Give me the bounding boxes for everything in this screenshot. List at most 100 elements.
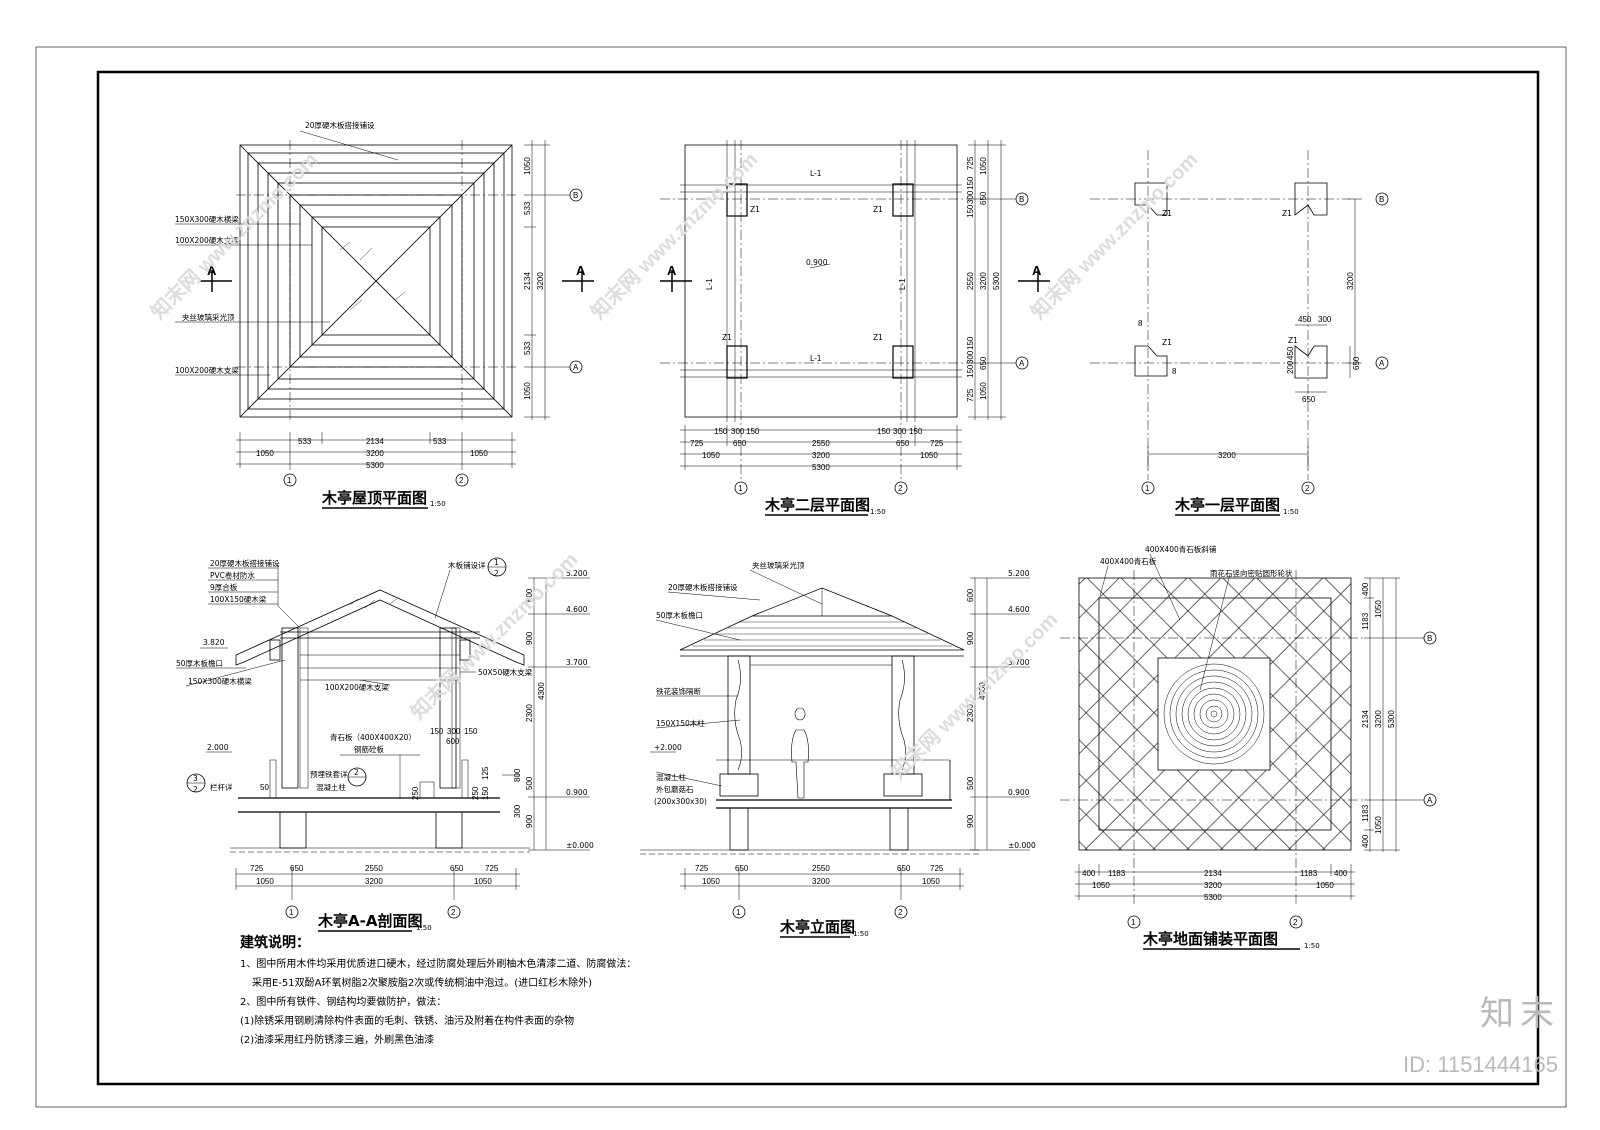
first-axis-1: 1 bbox=[1145, 484, 1150, 493]
el-r-0: 600 bbox=[966, 588, 975, 602]
section-aa bbox=[176, 557, 590, 919]
el-r-3: 500 bbox=[966, 776, 975, 790]
sec-lvl-0900: 0.900 bbox=[566, 788, 588, 797]
roof-dim-r-1: 533 bbox=[523, 201, 532, 215]
el-label-eave: 50厚木板檐口 bbox=[656, 610, 703, 620]
roof-dim-r-0: 1050 bbox=[523, 157, 532, 175]
second-axis-a: A bbox=[1019, 359, 1025, 368]
roof-dim-b-total: 5300 bbox=[366, 461, 384, 470]
el-label-conc2: 外包蘑菇石 bbox=[656, 784, 694, 794]
second-plan-title: 木亭二层平面图 bbox=[764, 496, 870, 514]
el-r-4: 900 bbox=[966, 814, 975, 828]
sec-lvl-4600: 4.600 bbox=[566, 605, 588, 614]
first-col-z1-a: Z1 bbox=[1162, 209, 1172, 218]
second-dim-r-7: 150 bbox=[966, 364, 975, 378]
pv-b1-3: 1183 bbox=[1300, 869, 1318, 878]
second-dim-2-2: 1050 bbox=[920, 451, 938, 460]
roof-label-glass: 夹丝玻璃采光顶 bbox=[182, 312, 235, 322]
sec-lvl-3700: 3.700 bbox=[566, 658, 588, 667]
sec-label-wood: 木板铺设详 bbox=[448, 560, 486, 570]
second-dim-1-1: 650 bbox=[733, 439, 747, 448]
second-dim-r-1: 150 bbox=[966, 176, 975, 190]
sec-label-stone: 青石板（400X400X20） bbox=[330, 732, 416, 742]
pv-axis-b: B bbox=[1427, 634, 1432, 643]
notes-line-3: 2、图中所有铁件、钢结构均要做防护，做法： bbox=[240, 997, 447, 1008]
watermark-brand: 知末 bbox=[1480, 994, 1560, 1034]
elevation bbox=[640, 569, 1030, 919]
first-dim-bottom: 3200 bbox=[1218, 451, 1236, 460]
notes-line-1: 1、图中所用木件均采用优质进口硬木，经过防腐处理后外刷柚木色清漆二道、防腐做法： bbox=[240, 959, 637, 970]
second-dim-2-1: 3200 bbox=[812, 451, 830, 460]
roof-cut-right: A bbox=[576, 263, 586, 278]
pv-r3: 5300 bbox=[1387, 710, 1396, 728]
el-b1-4: 725 bbox=[930, 864, 944, 873]
second-col-z1-b: Z1 bbox=[873, 205, 883, 214]
outer-frame bbox=[35, 46, 1567, 1108]
second-plan-scale: 1:50 bbox=[870, 508, 886, 516]
pv-b1-4: 400 bbox=[1334, 869, 1348, 878]
roof-label-top: 20厚硬木板搭接铺设 bbox=[305, 120, 375, 130]
second-dim-r2-3: 650 bbox=[979, 356, 988, 370]
el-r-5: 4300 bbox=[978, 682, 987, 700]
roof-axis-a: A bbox=[573, 363, 579, 372]
second-col-z1-d: Z1 bbox=[873, 333, 883, 342]
second-dim-1-3: 650 bbox=[896, 439, 910, 448]
sec-det-2b: 2 bbox=[354, 768, 359, 777]
pv-b1-0: 400 bbox=[1082, 869, 1096, 878]
sec-label-4: 100X150硬木梁 bbox=[210, 594, 267, 604]
roof-dim-r-2: 2134 bbox=[523, 272, 532, 290]
elevation-scale: 1:50 bbox=[853, 930, 869, 938]
section-title: 木亭A-A剖面图 bbox=[317, 912, 422, 930]
second-cut-left: A bbox=[667, 263, 677, 278]
second-dim-r2-1: 650 bbox=[979, 191, 988, 205]
sec-label-eave: 50厚木板檐口 bbox=[176, 658, 223, 668]
second-axis-2: 2 bbox=[898, 484, 903, 493]
first-det-1: 300 bbox=[1318, 315, 1332, 324]
el-b1-2: 2550 bbox=[812, 864, 830, 873]
second-col-z1-a: Z1 bbox=[750, 205, 760, 214]
el-r-2: 2300 bbox=[966, 704, 975, 722]
el-label-glass: 夹丝玻璃采光顶 bbox=[752, 560, 805, 570]
sec-lvl-000: ±0.000 bbox=[566, 841, 594, 850]
paving-title: 木亭地面铺装平面图 bbox=[1142, 930, 1278, 948]
sec-det-1: 1 bbox=[494, 558, 499, 567]
sec-axis-2: 2 bbox=[451, 908, 456, 917]
second-dim-r-4: 2550 bbox=[966, 272, 975, 290]
paving-plan bbox=[1060, 553, 1437, 929]
second-dim-r3: 5300 bbox=[992, 272, 1001, 290]
roof-cut-left: A bbox=[207, 263, 217, 278]
second-dim-1-4: 725 bbox=[930, 439, 944, 448]
notes-line-5: (2)油漆采用红丹防锈漆三遍，外刷黑色油漆 bbox=[240, 1035, 435, 1046]
roof-axis-1: 1 bbox=[287, 476, 292, 485]
second-dim-1-0: 725 bbox=[690, 439, 704, 448]
el-label-conc3: (200x300x30) bbox=[654, 797, 707, 806]
roof-label-sub: 100X200硬木支梁 bbox=[175, 235, 239, 245]
roof-plan bbox=[175, 130, 594, 487]
roof-dim-r-3: 533 bbox=[523, 341, 532, 355]
second-floor-plan bbox=[660, 140, 1050, 495]
sec-b2-2: 1050 bbox=[474, 877, 492, 886]
roof-dim-b-1: 533 bbox=[298, 437, 312, 446]
second-dim-0-2: 150 bbox=[746, 427, 760, 436]
second-dim-0-1: 300 bbox=[731, 427, 745, 436]
second-dim-r2-4: 1050 bbox=[979, 382, 988, 400]
roof-dim-b-2: 2134 bbox=[366, 437, 384, 446]
sec-small-1: 250 bbox=[411, 786, 420, 800]
pv-r2-0: 1050 bbox=[1374, 600, 1383, 618]
sec-small-3: 250 bbox=[471, 786, 480, 800]
second-dim-0-0: 150 bbox=[714, 427, 728, 436]
first-plan-scale: 1:50 bbox=[1283, 508, 1299, 516]
sec-r-4: 900 bbox=[525, 814, 534, 828]
pv-b3: 5300 bbox=[1204, 893, 1222, 902]
inner-frame bbox=[96, 70, 1540, 1086]
pv-r2-1: 3200 bbox=[1374, 710, 1383, 728]
el-lvl-5200: 5.200 bbox=[1008, 569, 1030, 578]
sec-b1-1: 650 bbox=[290, 864, 304, 873]
sec-label-embed: 预埋铁套详 bbox=[310, 769, 348, 779]
sec-r-6: 800 bbox=[513, 768, 522, 782]
el-lvl-000: ±0.000 bbox=[1008, 841, 1036, 850]
sec-lvl-3820: 3.820 bbox=[203, 638, 225, 647]
sec-det-3b: 2 bbox=[193, 785, 198, 794]
sec-b1-3: 650 bbox=[450, 864, 464, 873]
first-floor-plan bbox=[1090, 150, 1389, 495]
